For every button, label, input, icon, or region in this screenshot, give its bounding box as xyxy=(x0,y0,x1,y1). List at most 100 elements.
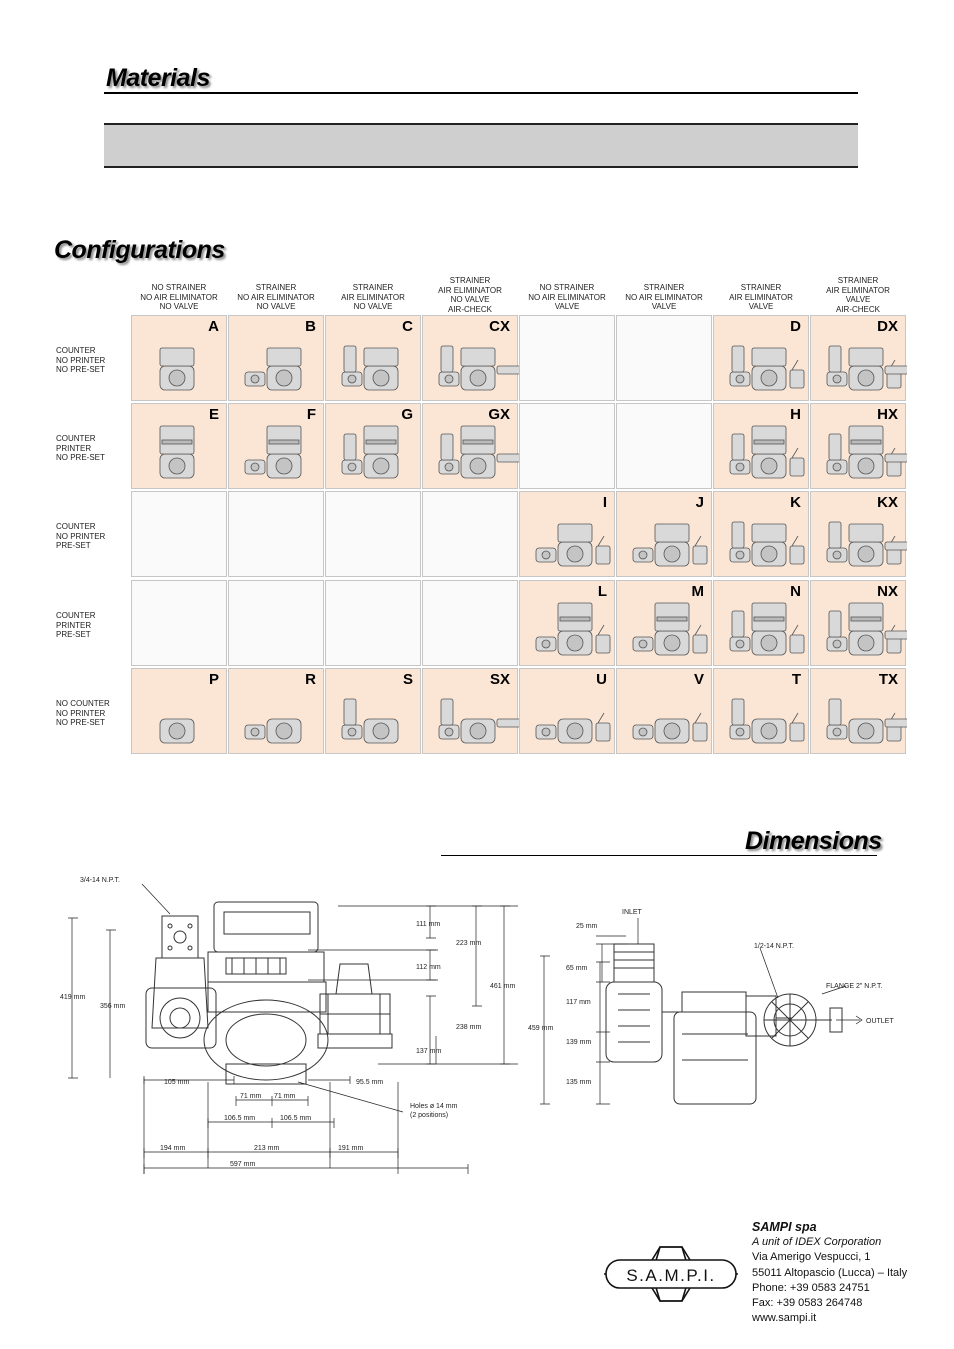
config-code: P xyxy=(208,671,219,688)
address-city: 55011 Altopascio (Lucca) – Italy xyxy=(752,1266,908,1279)
company-name: SAMPI spa xyxy=(752,1220,817,1234)
meter-sketch-icon xyxy=(632,523,708,567)
column-header-line: STRAINER xyxy=(643,283,685,292)
row-header-line: PRINTER xyxy=(56,443,92,453)
meter-sketch-icon xyxy=(632,602,708,656)
config-cell: N xyxy=(713,580,809,666)
config-cell: K xyxy=(713,491,809,577)
materials-rule xyxy=(104,92,858,94)
empty-config-cell xyxy=(519,403,615,489)
config-code: T xyxy=(791,671,801,688)
dim-106-5-left: 106.5 mm xyxy=(224,1115,255,1122)
meter-sketch-icon xyxy=(729,698,805,744)
row-header-line: NO PRINTER xyxy=(56,708,106,718)
materials-table-band xyxy=(104,123,858,168)
meter-sketch-icon xyxy=(438,698,519,744)
dimensions-rule xyxy=(441,855,877,856)
column-header-line: NO AIR ELIMINATOR xyxy=(625,292,703,302)
empty-config-cell xyxy=(325,580,421,666)
row-header-line: PRINTER xyxy=(56,620,92,630)
config-cell: U xyxy=(519,668,615,754)
config-cell: R xyxy=(228,668,324,754)
company-unit: A unit of IDEX Corporation xyxy=(752,1236,882,1249)
meter-sketch-icon xyxy=(438,425,519,479)
config-code: TX xyxy=(878,671,898,688)
config-cell: B xyxy=(228,315,324,401)
config-code: SX xyxy=(489,671,510,688)
meter-sketch-icon xyxy=(341,425,399,479)
dimensions-heading: Dimensions xyxy=(745,827,882,855)
empty-config-cell xyxy=(131,491,227,577)
column-header-line: AIR-CHECK xyxy=(835,304,880,314)
empty-config-cell xyxy=(519,315,615,401)
config-code: R xyxy=(305,671,316,688)
meter-sketch-icon xyxy=(159,718,195,744)
column-header-line: STRAINER xyxy=(740,283,782,292)
row-header-line: NO PRINTER xyxy=(56,531,106,541)
meter-sketch-icon xyxy=(826,698,907,744)
config-cell: E xyxy=(131,403,227,489)
column-header-line: AIR ELIMINATOR xyxy=(438,285,502,295)
config-code: E xyxy=(208,406,219,423)
config-code: V xyxy=(693,671,704,688)
row-header-line: COUNTER xyxy=(56,611,96,620)
meter-sketch-icon xyxy=(244,718,302,744)
meter-sketch-icon xyxy=(729,521,805,567)
config-code: C xyxy=(402,318,413,335)
config-code: CX xyxy=(489,318,510,335)
dim-111: 111 mm xyxy=(416,921,440,928)
column-header-line: STRAINER xyxy=(352,283,394,292)
column-header-line: NO AIR ELIMINATOR xyxy=(140,292,218,302)
config-cell: T xyxy=(713,668,809,754)
side-view-drawing: INLET OUTLET 1/2-14 N.P.T. FLANGE 2" N.P… xyxy=(528,909,894,1105)
meter-sketch-icon xyxy=(535,602,611,656)
meter-sketch-icon xyxy=(159,425,195,479)
dim-112: 112 mm xyxy=(416,964,441,971)
logo-text: S.A.M.P.I. xyxy=(626,1266,715,1285)
dim-117: 117 mm xyxy=(566,999,591,1006)
empty-config-cell xyxy=(325,491,421,577)
empty-config-cell xyxy=(228,580,324,666)
column-header-line: VALVE xyxy=(651,302,677,311)
config-cell: G xyxy=(325,403,421,489)
dim-597: 597 mm xyxy=(230,1161,255,1168)
dim-105: 105 mm xyxy=(164,1079,189,1086)
dim-419: 419 mm xyxy=(60,994,85,1001)
meter-sketch-icon xyxy=(341,345,399,391)
dim-71-left: 71 mm xyxy=(240,1093,262,1100)
config-cell: J xyxy=(616,491,712,577)
config-code: DX xyxy=(877,318,898,335)
config-code: L xyxy=(597,583,607,600)
config-cell: HX xyxy=(810,403,907,489)
address-web[interactable]: www.sampi.it xyxy=(752,1312,817,1325)
column-header-line: NO VALVE xyxy=(450,295,490,304)
dim-npt-top: 3/4-14 N.P.T. xyxy=(80,877,120,884)
address-fax: Fax: +39 0583 264748 xyxy=(752,1297,863,1310)
row-header-line: COUNTER xyxy=(56,522,96,531)
config-cell: P xyxy=(131,668,227,754)
config-code: U xyxy=(596,671,607,688)
holes-label: Holes ø 14 mm xyxy=(410,1103,458,1110)
meter-sketch-icon xyxy=(826,602,907,656)
column-header-line: NO VALVE xyxy=(159,302,199,311)
meter-sketch-icon xyxy=(729,602,805,656)
dim-106-5-right: 106.5 mm xyxy=(280,1115,311,1122)
address-phone: Phone: +39 0583 24751 xyxy=(752,1281,870,1294)
front-view-drawing: 3/4-14 N.P.T. 419 mm 356 mm 111 mm 223 m… xyxy=(60,877,518,1174)
config-code: H xyxy=(790,406,801,423)
row-header-line: NO PRE-SET xyxy=(56,718,105,727)
empty-config-cell xyxy=(131,580,227,666)
column-header-line: VALVE xyxy=(845,295,871,304)
config-code: GX xyxy=(488,406,510,423)
empty-config-cell xyxy=(616,403,712,489)
row-header-line: NO PRE-SET xyxy=(56,365,105,374)
dim-213: 213 mm xyxy=(254,1145,279,1152)
column-header-line: VALVE xyxy=(554,302,580,311)
